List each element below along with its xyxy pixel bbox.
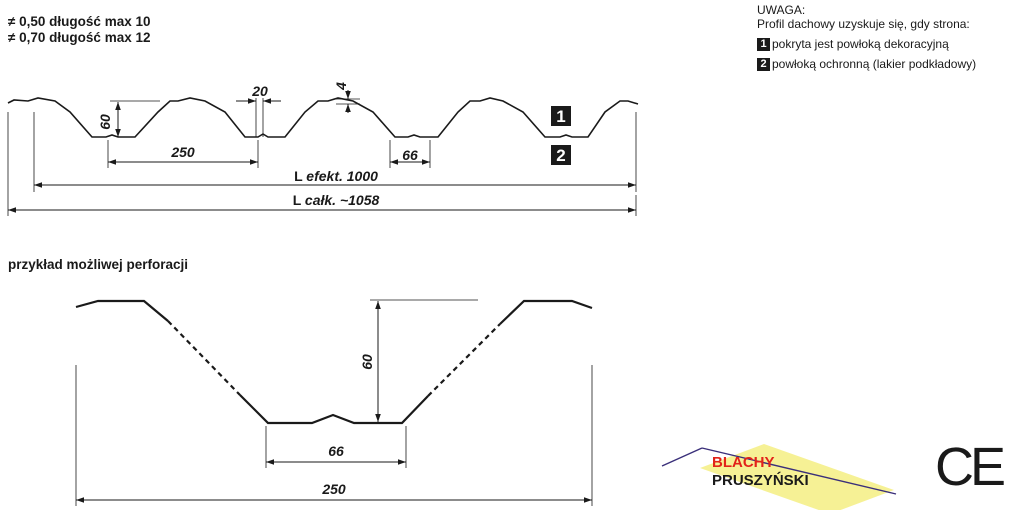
sheet-thickness-info: ≠ 0,50 długość max 10 ≠ 0,70 długość max… [8, 14, 150, 46]
logo-text-top: BLACHY [712, 454, 775, 471]
logo-text-bottom: PRUSZYŃSKI [712, 472, 809, 489]
rib-height-label: 4 [333, 82, 349, 91]
legend-number-1: 1 [757, 37, 770, 51]
effective-width-label: L efekt. 1000 [294, 168, 378, 184]
bottom-width-label: 66 [402, 147, 418, 163]
rib-width-label: 20 [251, 83, 268, 99]
legend-label-2: powłoką ochronną (lakier podkładowy) [772, 57, 977, 71]
side-marker-1-box [551, 106, 571, 126]
legend-item-1: 1 pokryta jest powłoką dekoracyjną [757, 37, 976, 51]
side-marker-1: 1 [556, 107, 565, 126]
thickness-line-2: ≠ 0,70 długość max 12 [8, 30, 151, 45]
perforation-heading: przykład możliwej perforacji [8, 257, 189, 272]
perforation-detail [75, 299, 593, 425]
note-text: Profil dachowy uzyskuje się, gdy strona: [757, 17, 970, 31]
logo-diamond [700, 444, 894, 510]
note-title: UWAGA: [757, 3, 806, 17]
height-label: 60 [97, 114, 113, 130]
perforation-height-label: 60 [359, 354, 375, 370]
logo-swoosh-right [701, 447, 897, 495]
pitch-label: 250 [170, 144, 195, 160]
ce-mark: CE [935, 437, 1006, 497]
legend-number-2: 2 [757, 57, 770, 71]
note-box: UWAGA: Profil dachowy uzyskuje się, gdy … [757, 3, 976, 71]
thickness-line-1: ≠ 0,50 długość max 10 [8, 14, 151, 29]
logo-swoosh-left [661, 447, 703, 467]
trapezoid-profile-line [7, 97, 639, 138]
legend-item-2: 2 powłoką ochronną (lakier podkładowy) [757, 57, 976, 71]
perforation-bottom-label: 66 [328, 443, 344, 459]
total-width-label: L całk. ~1058 [293, 192, 380, 208]
company-logo: BLACHY PRUSZYŃSKI [661, 444, 897, 510]
legend-label-1: pokryta jest powłoką dekoracyjną [772, 37, 949, 51]
side-marker-2-box [551, 145, 571, 165]
side-marker-2: 2 [556, 146, 565, 165]
perforation-pitch-label: 250 [321, 481, 346, 497]
